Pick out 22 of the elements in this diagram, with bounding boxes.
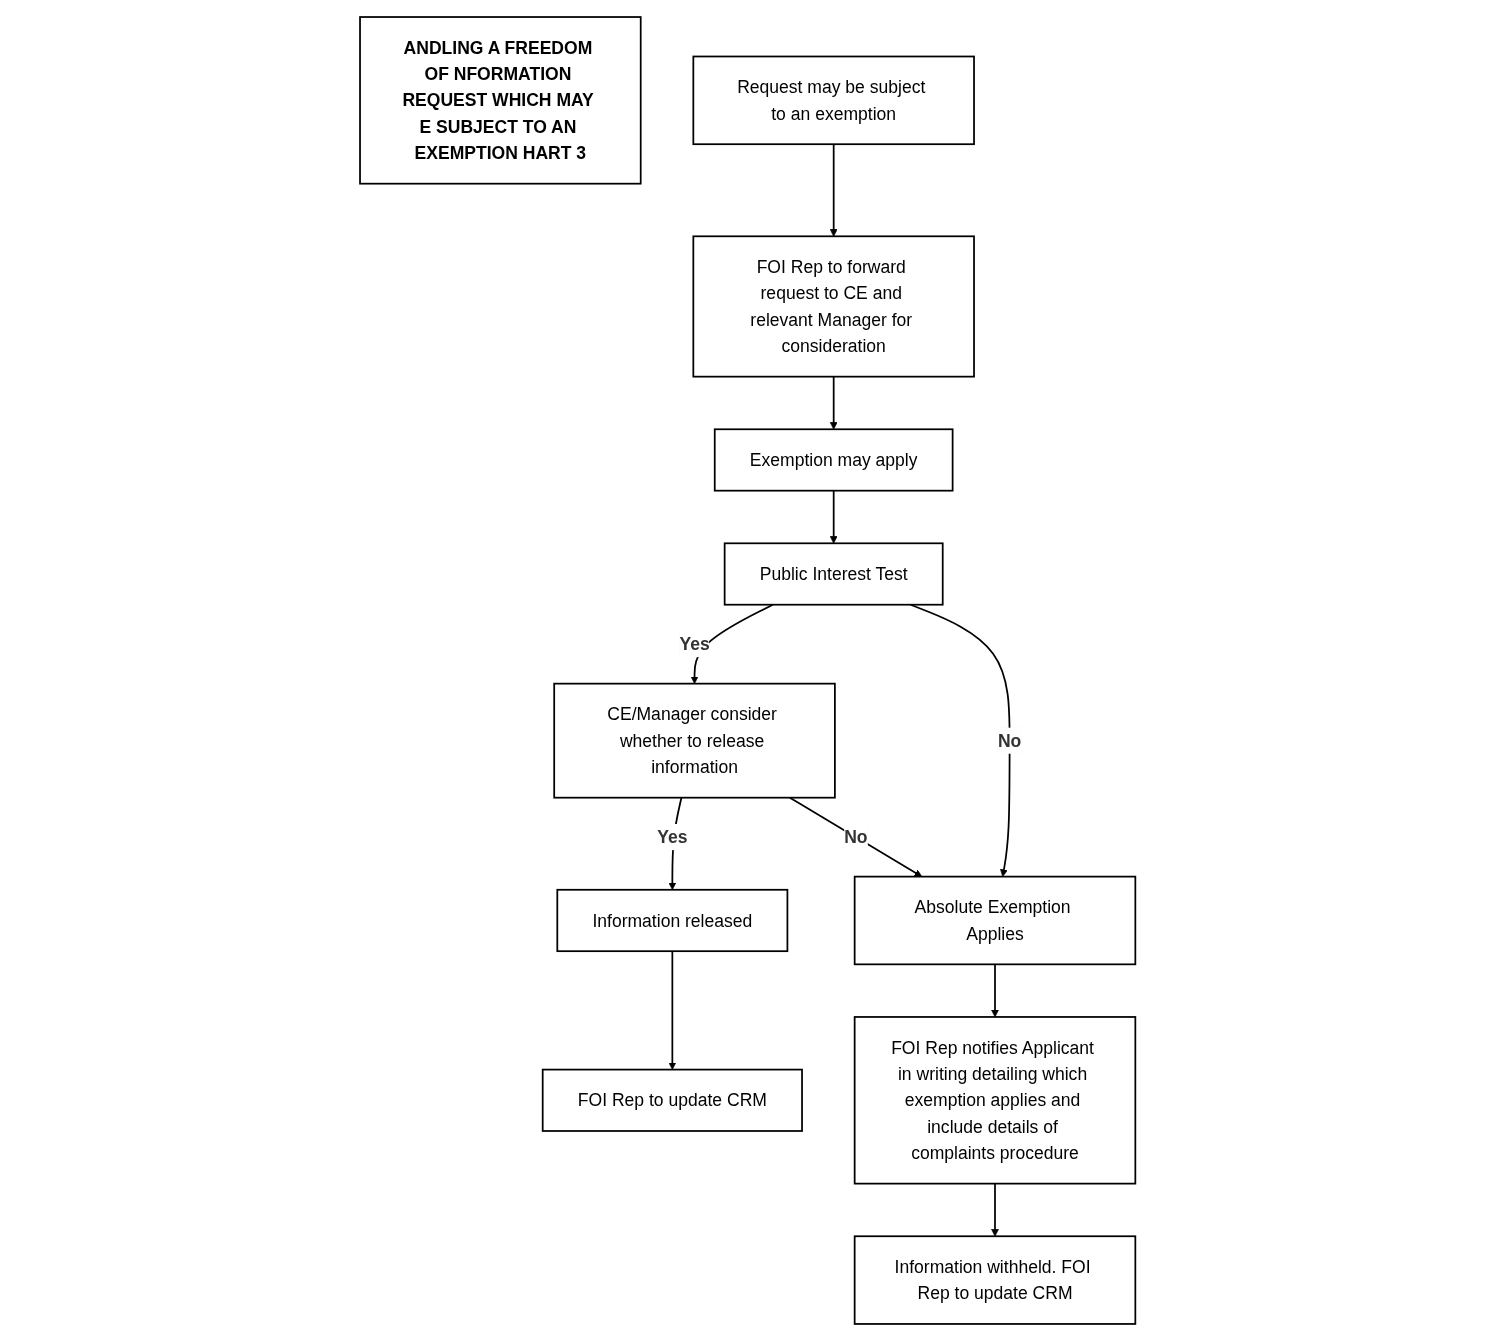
arrow <box>829 489 838 544</box>
node-box: ANDLING A FREEDOM OF NFORMATION REQUEST WHICH MAY E SUBJECT TO AN EXEMPTION HART 3 <box>358 16 642 185</box>
arrow <box>829 143 838 237</box>
node-box: Request may be subject to an exemption <box>692 55 975 146</box>
node-box: FOI Rep to update CRM <box>541 1068 803 1132</box>
node-box: CE/Manager consider whether to release information <box>553 682 836 799</box>
node-box: Exemption may apply <box>713 428 954 492</box>
arrow <box>829 375 838 430</box>
node-box: FOI Rep notifies Applicant in writing detailing which exemption applies and include details of complaints procedure <box>853 1016 1137 1185</box>
arrow <box>788 796 922 877</box>
node-box: Information withheld. FOI Rep to update CRM <box>853 1235 1137 1325</box>
node-box: Information released <box>556 888 789 953</box>
edge-label: No <box>843 827 868 847</box>
node-box: Absolute Exemption Applies <box>853 875 1137 966</box>
node-box: Public Interest Test <box>723 542 944 606</box>
edge-label: Yes <box>657 827 688 847</box>
arrow <box>668 950 677 1070</box>
edge-label: Yes <box>679 634 710 654</box>
arrow <box>990 963 999 1018</box>
edge-label: No <box>997 731 1022 751</box>
node-box: FOI Rep to forward request to CE and relevant Manager for consideration <box>692 235 975 378</box>
arrow <box>990 1182 999 1237</box>
